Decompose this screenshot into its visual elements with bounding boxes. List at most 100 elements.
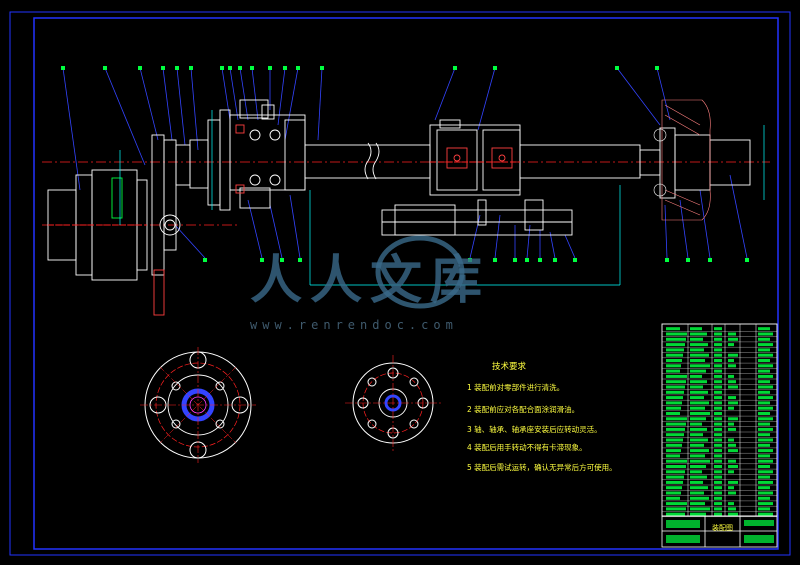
title-block-label: 装配图: [712, 524, 733, 532]
parts-list-cell: [690, 353, 709, 357]
parts-list-cell: [758, 348, 770, 352]
parts-list-cell: [728, 374, 734, 378]
parts-list-cell: [690, 507, 710, 511]
parts-list-cell: [666, 348, 684, 352]
parts-list-cell: [666, 343, 685, 347]
parts-list-cell: [728, 422, 734, 426]
parts-list-cell: [758, 412, 770, 415]
parts-list-cell: [714, 427, 722, 431]
parts-list-cell: [758, 427, 773, 431]
parts-list-cell: [728, 459, 736, 463]
drawing-frame: [9, 11, 791, 556]
parts-list-cell: [690, 337, 703, 341]
parts-list-cell: [758, 475, 770, 479]
parts-list-cell: [690, 443, 704, 447]
parts-list-cell: [728, 512, 738, 516]
parts-list-cell: [758, 406, 773, 410]
parts-list-cell: [666, 374, 687, 378]
parts-list-cell: [714, 401, 722, 405]
notes-item: 3 轴、轴承、轴承座安装后应转动灵活。: [467, 425, 602, 434]
parts-list-cell: [728, 401, 738, 405]
parts-list-cell: [714, 359, 722, 362]
parts-list-cell: [758, 422, 770, 426]
parts-list-cell: [728, 364, 736, 368]
parts-list-cell: [666, 369, 680, 373]
parts-list-cell: [690, 332, 707, 336]
parts-list-cell: [690, 491, 704, 495]
parts-list-cell: [690, 422, 702, 426]
parts-list-cell: [690, 465, 706, 468]
parts-list-cell: [666, 459, 687, 463]
parts-list-cell: [758, 433, 770, 437]
parts-list-cell: [714, 443, 722, 447]
parts-list-cell: [666, 353, 683, 357]
parts-list-cell: [690, 449, 709, 453]
parts-list-cell: [666, 443, 682, 447]
watermark-logo: [375, 235, 465, 309]
parts-list-cell: [758, 417, 773, 421]
parts-list-cell: [728, 396, 736, 400]
parts-list-cell: [728, 480, 738, 484]
notes-item: 1 装配前对零部件进行清洗。: [467, 383, 565, 392]
parts-list-cell: [758, 374, 773, 378]
parts-list-cell: [666, 486, 682, 490]
parts-list-cell: [758, 390, 770, 394]
parts-list-cell: [690, 427, 707, 431]
parts-list-cell: [714, 491, 722, 495]
parts-list-cell: [728, 465, 738, 468]
parts-list-cell: [666, 449, 681, 453]
parts-list-cell: [714, 417, 722, 421]
parts-list-cell: [690, 496, 709, 500]
parts-list-cell: [714, 380, 722, 384]
parts-list-cell: [728, 337, 738, 341]
parts-list-cell: [690, 396, 704, 400]
notes-title: 技术要求: [492, 362, 527, 372]
parts-list-rows: [662, 327, 777, 517]
title-block: [661, 515, 778, 548]
parts-list-cell: [758, 486, 770, 490]
parts-list-cell: [758, 491, 773, 495]
parts-list-cell: [714, 348, 722, 352]
parts-list-cell: [690, 470, 702, 474]
parts-list-cell: [666, 385, 685, 389]
parts-list-cell: [690, 380, 707, 384]
parts-list-cell: [758, 332, 773, 336]
parts-list-cell: [714, 337, 722, 341]
parts-list-cell: [666, 438, 683, 442]
parts-list-cell: [758, 480, 773, 484]
flange-view-left: [140, 347, 256, 463]
parts-list-cell: [690, 438, 708, 442]
parts-list-cell: [714, 422, 722, 426]
parts-list-cell: [690, 401, 709, 405]
parts-list-cell: [690, 459, 710, 463]
parts-list-cell: [728, 359, 734, 362]
parts-list-cell: [690, 454, 705, 458]
parts-list-cell: [690, 417, 706, 421]
parts-list-cell: [690, 475, 707, 479]
parts-list-cell: [728, 438, 734, 442]
parts-list-cell: [714, 512, 722, 516]
parts-list-cell: [714, 385, 722, 389]
parts-list-cell: [758, 459, 773, 463]
parts-list-cell: [690, 343, 708, 347]
main-shaft: [304, 127, 751, 199]
watermark-brand-text: 人人文库: [250, 251, 491, 311]
notes-item: 4 装配后用手转动不得有卡滞现象。: [467, 443, 587, 452]
parts-list-cell: [714, 465, 722, 468]
parts-list-cell: [758, 327, 770, 331]
parts-list-cell: [728, 332, 736, 336]
parts-list-cell: [690, 390, 708, 394]
parts-list-cell: [690, 480, 703, 484]
parts-list-cell: [758, 385, 773, 389]
motor-housing: [47, 169, 148, 281]
parts-list-cell: [690, 359, 705, 362]
parts-list-cell: [690, 374, 702, 378]
parts-list-cell: [714, 480, 722, 484]
parts-list-cell: [714, 406, 722, 410]
parts-list-cell: [758, 507, 770, 511]
parts-list-cell: [714, 332, 722, 336]
parts-list-cell: [758, 364, 773, 368]
parts-list-cell: [714, 449, 722, 453]
parts-list-cell: [666, 496, 680, 500]
parts-list-cell: [666, 332, 687, 336]
